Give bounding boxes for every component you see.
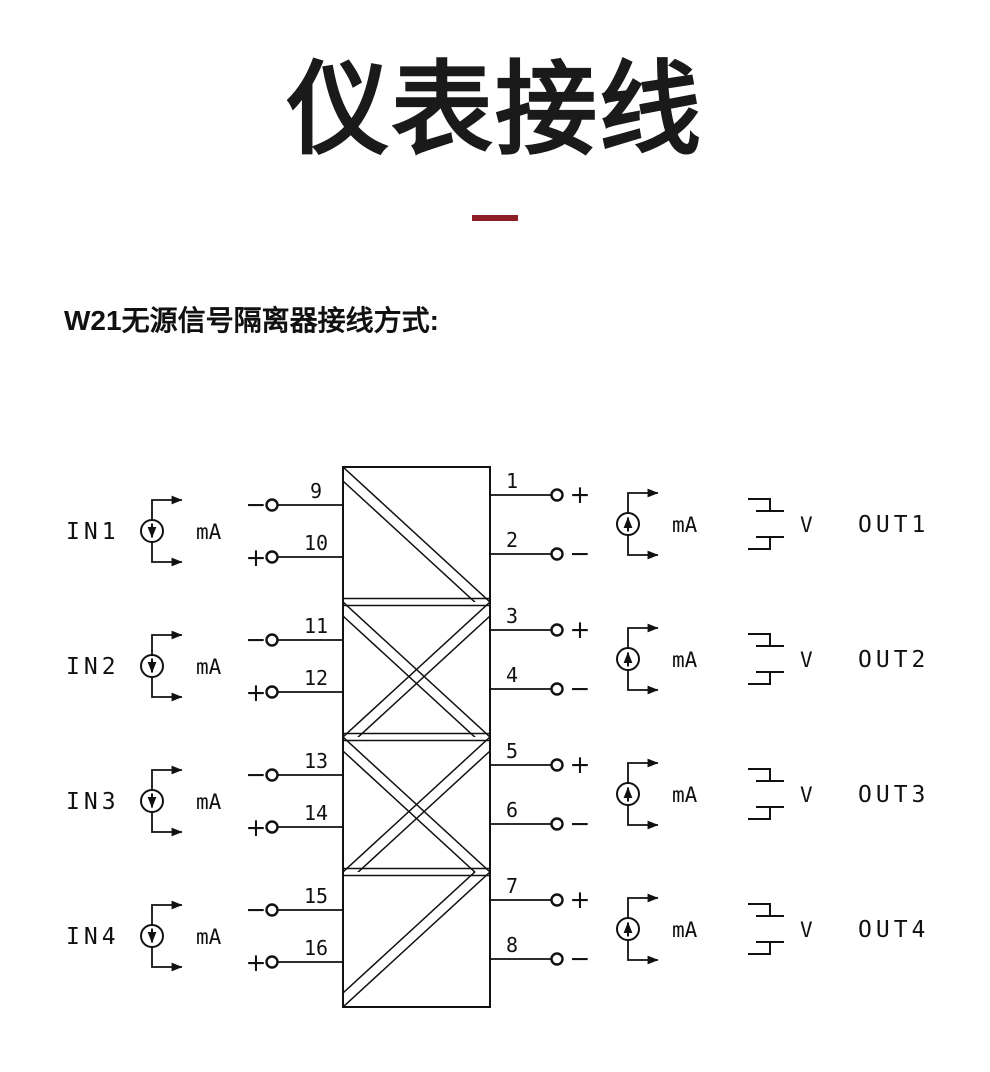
polarity-plus: + [570,750,591,779]
channel-1: IN1 mA − 9 + 10 1 + 2 − mA V OUT1 [66,469,929,572]
polarity-minus: − [246,760,267,789]
output-unit-label: mA [672,918,698,942]
output-unit-label: mA [672,513,698,537]
voltage-source-icon [747,768,785,820]
current-source-out-icon [617,898,658,960]
current-source-in-icon [141,770,182,832]
terminal-number: 9 [310,479,322,503]
output-unit-label: mA [672,783,698,807]
terminal-number: 7 [506,874,518,898]
terminal [550,893,564,907]
current-source-out-icon [617,628,658,690]
current-source-out-icon [617,763,658,825]
terminal-number: 5 [506,739,518,763]
polarity-minus: − [570,809,591,838]
terminal [265,685,279,699]
current-source-in-icon [141,635,182,697]
terminal-number: 11 [304,614,328,638]
input-label: IN1 [66,519,120,545]
isolation-barrier-marks [343,467,490,1007]
terminal [265,955,279,969]
polarity-minus: − [246,490,267,519]
output-label: OUT1 [858,512,929,538]
input-label: IN4 [66,924,120,950]
terminal [550,817,564,831]
input-unit-label: mA [196,655,222,679]
isolator-module [342,466,491,1008]
voltage-unit-label: V [800,918,813,942]
terminal-number: 3 [506,604,518,628]
channel-4: IN4 mA − 15 + 16 7 + 8 − mA V OUT4 [66,874,929,977]
terminal-number: 6 [506,798,518,822]
polarity-plus: + [570,480,591,509]
voltage-source-icon [747,498,785,550]
terminal [265,903,279,917]
terminal-number: 4 [506,663,518,687]
terminal-number: 13 [304,749,328,773]
voltage-unit-label: V [800,783,813,807]
polarity-minus: − [246,895,267,924]
output-label: OUT3 [858,782,929,808]
terminal-number: 8 [506,933,518,957]
channel-2: IN2 mA − 11 + 12 3 + 4 − mA V OUT2 [66,604,929,707]
current-source-in-icon [141,905,182,967]
polarity-plus: + [246,813,267,842]
terminal [265,550,279,564]
polarity-plus: + [570,885,591,914]
page: 仪表接线 W21无源信号隔离器接线方式: [0,52,990,1072]
output-unit-label: mA [672,648,698,672]
input-unit-label: mA [196,925,222,949]
input-unit-label: mA [196,790,222,814]
polarity-minus: − [246,625,267,654]
polarity-plus: + [246,678,267,707]
terminal-number: 14 [304,801,328,825]
polarity-minus: − [570,674,591,703]
terminal-number: 12 [304,666,328,690]
wiring-caption: W21无源信号隔离器接线方式: [64,305,439,337]
terminal-number: 10 [304,531,328,555]
terminal-number: 1 [506,469,518,493]
terminal [265,633,279,647]
channel-3: IN3 mA − 13 + 14 5 + 6 − mA V OUT3 [66,739,929,842]
input-label: IN3 [66,789,120,815]
voltage-source-icon [747,633,785,685]
current-source-in-icon [141,500,182,562]
terminal [550,758,564,772]
terminal-number: 16 [304,936,328,960]
output-label: OUT4 [858,917,929,943]
terminal [550,488,564,502]
terminal [550,682,564,696]
output-label: OUT2 [858,647,929,673]
terminal [550,547,564,561]
channel-separators [343,597,490,877]
polarity-minus: − [570,944,591,973]
terminal [550,952,564,966]
polarity-plus: + [246,948,267,977]
terminal [265,498,279,512]
voltage-unit-label: V [800,513,813,537]
input-unit-label: mA [196,520,222,544]
input-label: IN2 [66,654,120,680]
voltage-unit-label: V [800,648,813,672]
terminal-number: 2 [506,528,518,552]
wiring-diagram: IN1 mA − 9 + 10 1 + 2 − mA V OUT1 [66,466,929,1008]
current-source-out-icon [617,493,658,555]
polarity-plus: + [246,543,267,572]
terminal-number: 15 [304,884,328,908]
terminal [265,768,279,782]
terminal [265,820,279,834]
polarity-plus: + [570,615,591,644]
terminal [550,623,564,637]
polarity-minus: − [570,539,591,568]
voltage-source-icon [747,903,785,955]
title-divider [472,215,518,222]
page-title: 仪表接线 [287,53,703,167]
